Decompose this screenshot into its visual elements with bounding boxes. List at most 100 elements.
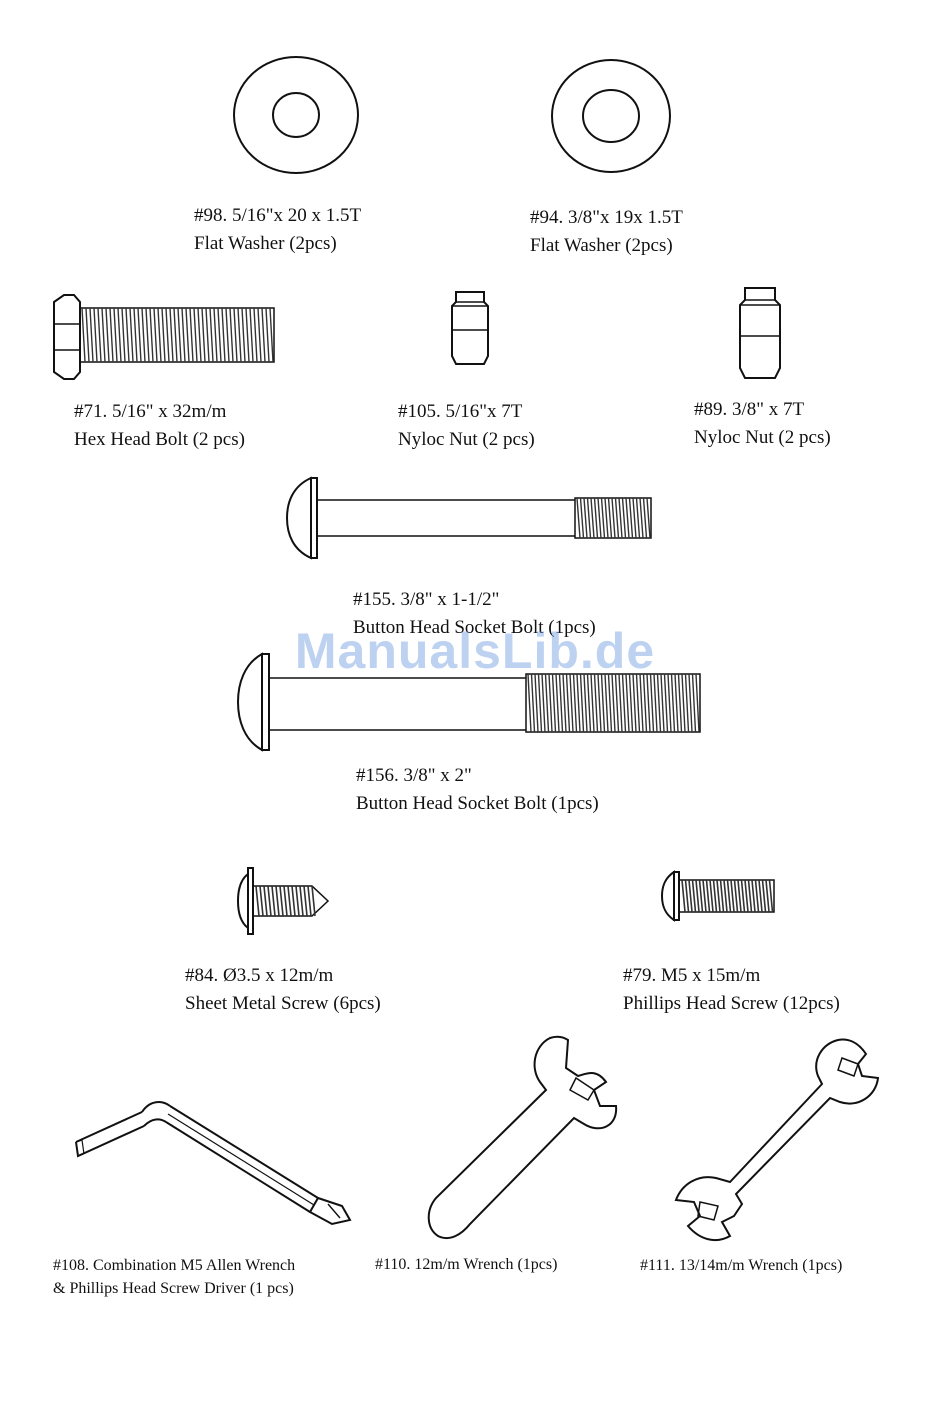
- part-108-spec: #108. Combination M5 Allen Wrench: [53, 1257, 296, 1274]
- thread-line: [275, 885, 280, 917]
- part-156-label: #156. 3/8" x 2" Button Head Socket Bolt …: [356, 762, 599, 818]
- part-108-name: & Phillips Head Screw Driver (1 pcs): [53, 1280, 294, 1297]
- thread-line: [221, 307, 226, 363]
- thread-line: [611, 673, 616, 733]
- thread-line: [181, 307, 186, 363]
- part-84-spec: #84. Ø3.5 x 12m/m: [185, 965, 334, 986]
- thread-line: [716, 879, 721, 913]
- part-98-spec: #98. 5/16"x 20 x 1.5T: [194, 205, 362, 226]
- thread-line: [165, 307, 170, 363]
- thread-line: [768, 879, 774, 913]
- nyloc-nut-89-drawing: [739, 287, 781, 379]
- part-89-spec: #89. 3/8" x 7T: [694, 399, 805, 420]
- thread-line: [684, 673, 690, 733]
- part-79-name: Phillips Head Screw (12pcs): [623, 993, 840, 1014]
- part-98-label: #98. 5/16"x 20 x 1.5T Flat Washer (2pcs): [194, 202, 361, 258]
- thread-line: [695, 673, 700, 733]
- thread-line: [117, 307, 122, 363]
- thread-line: [663, 673, 669, 733]
- thread-line: [586, 497, 592, 539]
- thread-line: [604, 673, 609, 733]
- thread-line: [85, 307, 90, 363]
- thread-line: [189, 307, 194, 363]
- thread-line: [621, 497, 627, 539]
- thread-line: [765, 879, 770, 913]
- thread-line: [225, 307, 230, 363]
- thread-line: [548, 673, 553, 733]
- thread-line: [269, 307, 274, 363]
- part-71-spec: #71. 5/16" x 32m/m: [74, 401, 227, 422]
- thread-line: [558, 673, 564, 733]
- part-94-name: Flat Washer (2pcs): [530, 235, 673, 256]
- thread-line: [625, 497, 630, 539]
- thread-line: [635, 673, 641, 733]
- thread-line: [193, 307, 198, 363]
- thread-line: [607, 497, 613, 539]
- thread-line: [201, 307, 206, 363]
- thread-line: [177, 307, 182, 363]
- thread-line: [257, 307, 262, 363]
- thread-line: [565, 673, 571, 733]
- thread-line: [81, 307, 86, 363]
- part-111-label: #111. 13/14m/m Wrench (1pcs): [640, 1254, 842, 1277]
- thread-line: [185, 307, 190, 363]
- part-79-label: #79. M5 x 15m/m Phillips Head Screw (12p…: [623, 962, 840, 1018]
- thread-line: [121, 307, 126, 363]
- thread-line: [597, 673, 602, 733]
- thread-line: [726, 879, 732, 913]
- thread-line: [149, 307, 154, 363]
- thread-line: [572, 673, 578, 733]
- thread-line: [237, 307, 242, 363]
- thread-line: [129, 307, 134, 363]
- thread-line: [691, 673, 697, 733]
- thread-line: [747, 879, 753, 913]
- thread-line: [600, 497, 606, 539]
- thread-line: [646, 497, 651, 539]
- button-head-bolt-156-drawing: [236, 652, 701, 752]
- thread-line: [299, 885, 304, 917]
- part-156-name: Button Head Socket Bolt (1pcs): [356, 793, 599, 814]
- thread-line: [217, 307, 222, 363]
- thread-line: [628, 497, 634, 539]
- thread-line: [579, 497, 585, 539]
- thread-line: [89, 307, 94, 363]
- thread-line: [691, 879, 697, 913]
- thread-line: [639, 497, 644, 539]
- thread-line: [295, 885, 300, 917]
- part-71-name: Hex Head Bolt (2 pcs): [74, 429, 245, 450]
- thread-line: [233, 307, 238, 363]
- thread-line: [740, 879, 746, 913]
- thread-line: [702, 879, 707, 913]
- thread-line: [109, 307, 114, 363]
- thread-line: [544, 673, 550, 733]
- thread-line: [153, 307, 158, 363]
- thread-line: [670, 673, 676, 733]
- thread-line: [695, 879, 700, 913]
- nyloc-nut-105-drawing: [451, 291, 489, 365]
- thread-line: [229, 307, 234, 363]
- thread-line: [249, 307, 254, 363]
- thread-line: [245, 307, 250, 363]
- thread-line: [169, 307, 174, 363]
- thread-line: [607, 673, 613, 733]
- thread-line: [754, 879, 760, 913]
- thread-line: [667, 673, 672, 733]
- thread-line: [265, 307, 270, 363]
- thread-line: [590, 497, 595, 539]
- thread-line: [291, 885, 296, 917]
- part-89-label: #89. 3/8" x 7T Nyloc Nut (2 pcs): [694, 396, 831, 452]
- thread-line: [173, 307, 178, 363]
- thread-line: [303, 885, 308, 917]
- thread-line: [593, 497, 599, 539]
- button-head-bolt-155-drawing: [285, 476, 652, 560]
- part-105-name: Nyloc Nut (2 pcs): [398, 429, 535, 450]
- thread-line: [737, 879, 742, 913]
- thread-line: [105, 307, 110, 363]
- thread-line: [758, 879, 763, 913]
- thread-line: [555, 673, 560, 733]
- thread-line: [541, 673, 546, 733]
- thread-line: [255, 885, 260, 917]
- thread-line: [562, 673, 567, 733]
- thread-line: [621, 673, 627, 733]
- thread-line: [157, 307, 162, 363]
